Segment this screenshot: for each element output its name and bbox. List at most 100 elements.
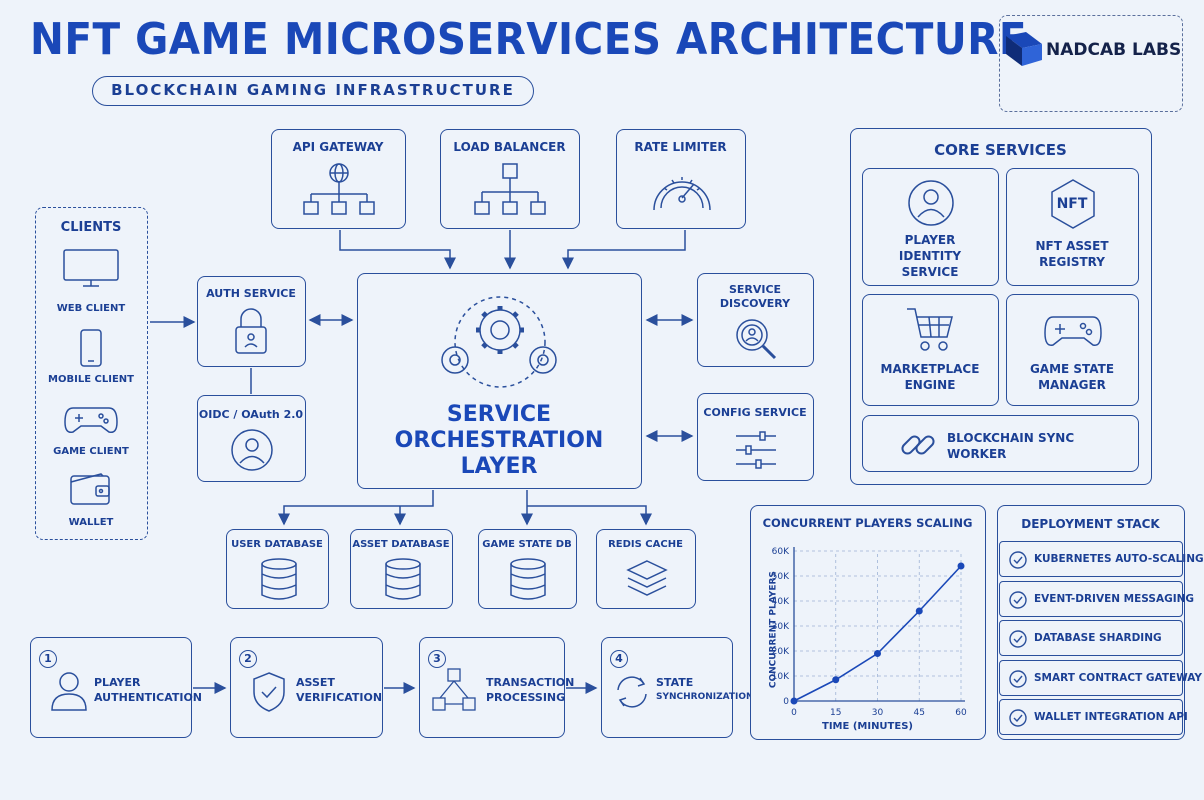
auth-service-box[interactable]: AUTH SERVICE bbox=[197, 276, 306, 367]
nft-line-1: NFT ASSET bbox=[1035, 239, 1109, 253]
deployment-title: DEPLOYMENT STACK bbox=[1021, 517, 1160, 531]
deployment-item: KUBERNETES AUTO-SCALING bbox=[999, 541, 1204, 577]
lock-icon bbox=[235, 308, 267, 354]
load-balancer-box[interactable]: LOAD BALANCER bbox=[440, 129, 580, 229]
gamepad-icon bbox=[1044, 316, 1102, 346]
game-state-db-label: GAME STATE DB bbox=[482, 539, 572, 550]
chart-y-tick: 10K bbox=[772, 672, 790, 682]
config-service-box[interactable]: CONFIG SERVICE bbox=[697, 393, 814, 481]
blockchain-sync-box[interactable]: BLOCKCHAIN SYNC WORKER bbox=[862, 415, 1139, 472]
logo-box bbox=[999, 15, 1183, 112]
orchestration-layer-box[interactable]: SERVICE ORCHESTRATION LAYER bbox=[357, 273, 642, 489]
step-4-number: 4 bbox=[610, 650, 628, 668]
gauge-icon bbox=[653, 177, 711, 211]
flow-step-4[interactable]: 4 STATE SYNCHRONIZATION bbox=[601, 637, 754, 738]
nft-hexagon-icon bbox=[1051, 179, 1095, 229]
marketplace-line-1: MARKETPLACE bbox=[880, 362, 980, 376]
chart-y-label: CONCURRENT PLAYERS bbox=[768, 571, 779, 689]
flow-step-2[interactable]: 2 ASSET VERIFICATION bbox=[230, 637, 383, 738]
person-icon bbox=[51, 672, 87, 711]
chart-x-tick: 15 bbox=[830, 708, 841, 718]
database-icon bbox=[261, 558, 297, 600]
core-services-title: CORE SERVICES bbox=[934, 141, 1067, 159]
check-circle-icon bbox=[1009, 551, 1027, 569]
blockchain-line-1: BLOCKCHAIN SYNC bbox=[947, 431, 1075, 445]
database-icon bbox=[385, 558, 421, 600]
client-wallet-label: WALLET bbox=[68, 517, 114, 528]
gamepad-icon bbox=[64, 407, 118, 434]
chart-y-tick: 30K bbox=[772, 622, 790, 632]
page-title: NFT GAME MICROSERVICES ARCHITECTURE bbox=[30, 14, 1027, 65]
api-gateway-box[interactable]: API GATEWAY bbox=[271, 129, 406, 229]
marketplace-engine-box[interactable]: MARKETPLACE ENGINE bbox=[862, 294, 999, 406]
orchestration-line-2: ORCHESTRATION bbox=[394, 428, 604, 453]
player-line-2: IDENTITY bbox=[898, 249, 962, 263]
chart-data-point bbox=[790, 697, 798, 705]
page-subtitle: BLOCKCHAIN GAMING INFRASTRUCTURE bbox=[92, 76, 534, 106]
user-avatar-icon bbox=[908, 180, 954, 226]
rate-limiter-box[interactable]: RATE LIMITER bbox=[616, 129, 746, 229]
orchestration-line-1: SERVICE bbox=[446, 402, 552, 427]
monitor-icon bbox=[63, 249, 119, 287]
deployment-item-label: KUBERNETES AUTO-SCALING bbox=[1034, 553, 1204, 565]
load-balancer-label: LOAD BALANCER bbox=[453, 140, 566, 154]
flow-step-1[interactable]: 1 PLAYER AUTHENTICATION bbox=[30, 637, 202, 738]
chart-y-tick: 60K bbox=[772, 547, 790, 557]
user-circle-icon bbox=[231, 429, 273, 471]
asset-database-label: ASSET DATABASE bbox=[352, 539, 450, 550]
discovery-line-1: SERVICE bbox=[728, 283, 782, 296]
orchestration-line-3: LAYER bbox=[460, 454, 538, 479]
step-1-line-1: PLAYER bbox=[94, 676, 141, 689]
cubes-icon bbox=[432, 668, 476, 711]
asset-database-box[interactable]: ASSET DATABASE bbox=[350, 529, 453, 609]
sync-icon bbox=[617, 676, 647, 708]
player-identity-box[interactable]: PLAYER IDENTITY SERVICE bbox=[862, 168, 999, 286]
user-database-box[interactable]: USER DATABASE bbox=[226, 529, 329, 609]
chart-y-tick: 0 bbox=[783, 697, 789, 707]
flow-step-3[interactable]: 3 TRANSACTION PROCESSING bbox=[419, 637, 574, 738]
deployment-item: SMART CONTRACT GATEWAY bbox=[999, 660, 1202, 696]
chart-x-label: TIME (MINUTES) bbox=[822, 721, 913, 732]
client-game-label: GAME CLIENT bbox=[53, 446, 129, 457]
marketplace-line-2: ENGINE bbox=[904, 378, 956, 392]
deployment-item: WALLET INTEGRATION API bbox=[999, 699, 1188, 735]
logo-icon bbox=[1006, 32, 1042, 66]
chart-y-tick: 20K bbox=[772, 647, 790, 657]
client-web-label: WEB CLIENT bbox=[56, 303, 126, 314]
sliders-icon bbox=[736, 431, 776, 469]
gamestate-line-1: GAME STATE bbox=[1029, 362, 1115, 376]
nft-badge-label: NFT bbox=[1056, 196, 1088, 212]
layers-icon bbox=[626, 560, 668, 596]
redis-cache-label: REDIS CACHE bbox=[608, 539, 683, 550]
nft-line-2: REGISTRY bbox=[1039, 255, 1105, 269]
step-3-line-2: PROCESSING bbox=[486, 691, 566, 704]
service-discovery-box[interactable]: SERVICE DISCOVERY bbox=[697, 273, 814, 367]
redis-cache-box[interactable]: REDIS CACHE bbox=[596, 529, 696, 609]
oidc-box[interactable]: OIDC / OAuth 2.0 bbox=[197, 395, 306, 482]
deployment-item-label: SMART CONTRACT GATEWAY bbox=[1034, 672, 1202, 684]
game-state-manager-box[interactable]: GAME STATE MANAGER bbox=[1006, 294, 1139, 406]
step-2-line-1: ASSET bbox=[296, 676, 335, 689]
hierarchy-icon bbox=[474, 163, 546, 215]
check-circle-icon bbox=[1009, 591, 1027, 609]
api-gateway-label: API GATEWAY bbox=[292, 140, 384, 154]
chart-data-point bbox=[957, 562, 965, 570]
chart-x-tick: 45 bbox=[914, 708, 925, 718]
client-mobile-label: MOBILE CLIENT bbox=[48, 374, 134, 385]
clients-panel: CLIENTS WEB CLIENT MOBILE CLIENT GAME CL… bbox=[35, 207, 148, 540]
blockchain-line-2: WORKER bbox=[947, 447, 1007, 461]
gamestate-line-2: MANAGER bbox=[1038, 378, 1106, 392]
gears-icon bbox=[441, 296, 557, 388]
chart-data-point bbox=[832, 676, 840, 684]
user-database-label: USER DATABASE bbox=[231, 539, 323, 550]
deployment-item-label: DATABASE SHARDING bbox=[1034, 632, 1162, 644]
config-service-label: CONFIG SERVICE bbox=[703, 406, 807, 419]
step-4-line-1: STATE bbox=[656, 676, 694, 689]
chart-x-tick: 0 bbox=[791, 708, 797, 718]
shield-check-icon bbox=[253, 672, 285, 712]
auth-service-label: AUTH SERVICE bbox=[206, 287, 296, 300]
game-state-db-box[interactable]: GAME STATE DB bbox=[478, 529, 577, 609]
nft-registry-box[interactable]: NFT NFT ASSET REGISTRY bbox=[1006, 168, 1139, 286]
